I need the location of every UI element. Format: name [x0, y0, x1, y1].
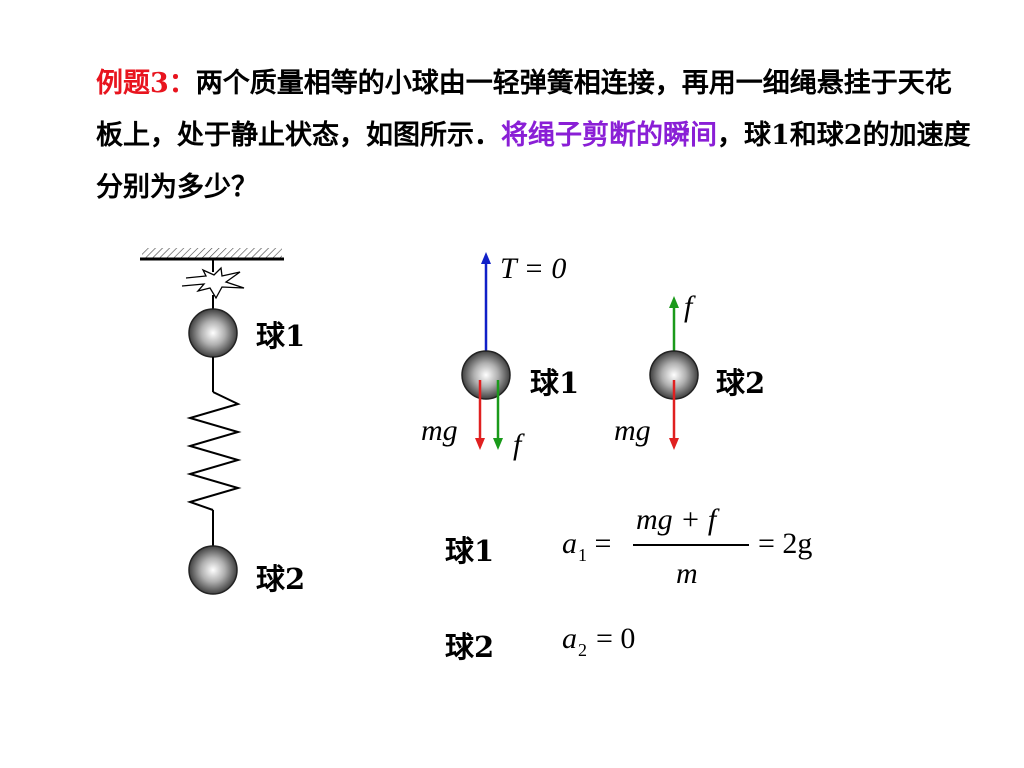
a2-result: = 0: [596, 622, 636, 655]
fbd-ball-2-label: 球2: [716, 366, 766, 400]
figure-ball-2-label: 球2: [256, 562, 306, 596]
f-label-ball-1: f: [513, 428, 522, 461]
a2-symbol: a2: [562, 622, 587, 660]
tension-label: T = 0: [500, 252, 567, 285]
f-arrowhead-ball-2: [669, 296, 679, 308]
tension-arrowhead: [481, 252, 491, 264]
mg-arrowhead-ball-1: [475, 438, 485, 450]
mg-label-ball-2: mg: [614, 414, 651, 447]
answer-ball-2-label: 球2: [445, 630, 495, 664]
rope-cut-mark: [181, 266, 245, 300]
spring: [186, 391, 242, 511]
a1-result: = 2g: [758, 527, 813, 560]
problem-question: ，球1和球2的加速度分别为多少？: [96, 120, 971, 203]
fraction-denominator: m: [676, 557, 698, 590]
fraction-numerator: mg + f: [636, 503, 717, 536]
fbd-ball-1-label: 球1: [530, 366, 580, 400]
problem-text: 两个质量相等的小球由一轻弹簧相连接，再用一细绳悬挂于天花板上，处于静止状态，如图…: [96, 68, 952, 151]
ball-1: [188, 308, 238, 358]
figure-ball-1-label: 球1: [256, 319, 306, 353]
ceiling-hatch: [142, 248, 282, 258]
answer-ball-1-label: 球1: [445, 534, 495, 568]
problem-label: 例题3：: [96, 68, 196, 99]
ball-2: [188, 545, 238, 595]
problem-highlight: 将绳子剪断的瞬间: [501, 120, 717, 151]
mg-label-ball-1: mg: [421, 414, 458, 447]
fbd-ball-1: [461, 350, 511, 400]
f-arrowhead-ball-1: [493, 438, 503, 450]
mg-arrowhead-ball-2: [669, 438, 679, 450]
a1-symbol: a1 =: [562, 527, 612, 565]
f-label-ball-2: f: [684, 290, 693, 323]
problem-statement: 例题3：两个质量相等的小球由一轻弹簧相连接，再用一细绳悬挂于天花板上，处于静止状…: [96, 58, 976, 214]
